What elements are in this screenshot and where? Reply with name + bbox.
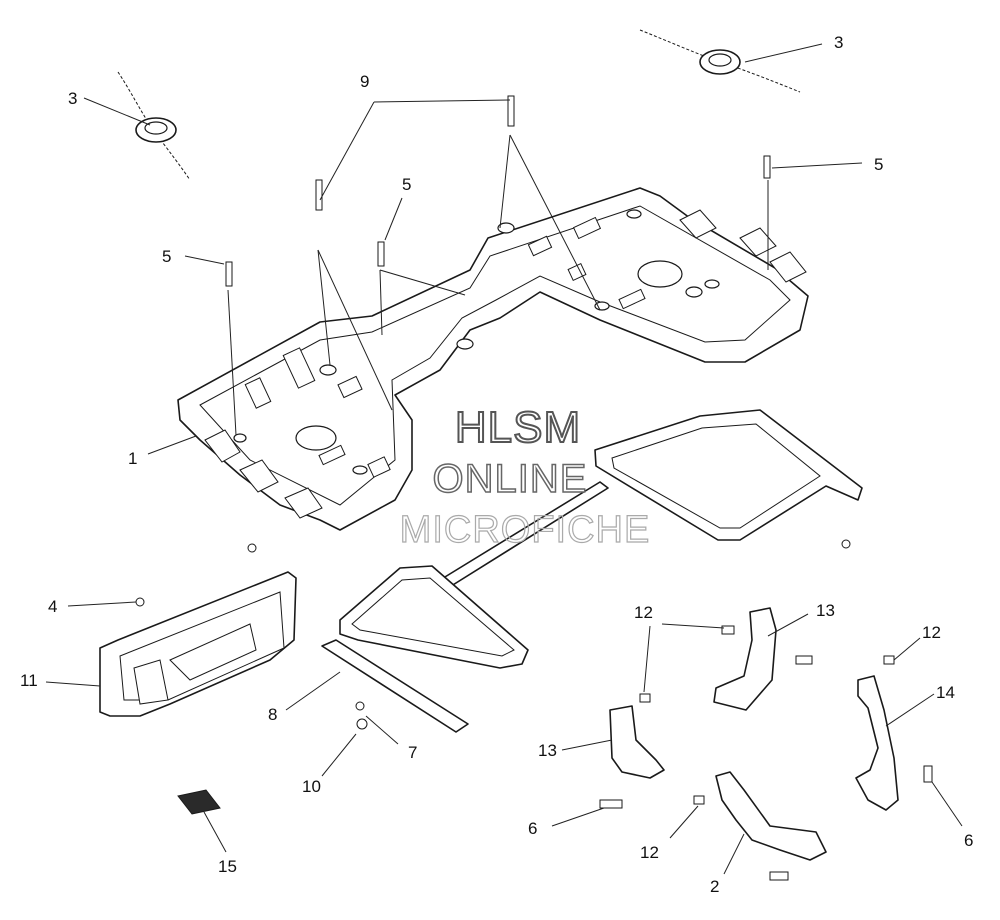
leader-lines xyxy=(45,43,963,875)
callout-12-right: 12 xyxy=(922,623,941,642)
bracket-13-upper xyxy=(713,607,777,711)
callout-2: 2 xyxy=(710,877,719,896)
callout-11: 11 xyxy=(20,671,38,690)
watermark-line3: MICROFICHE xyxy=(400,509,651,551)
watermark: HLSM ONLINE MICROFICHE xyxy=(399,402,651,552)
callout-3-left: 3 xyxy=(68,89,77,108)
screws xyxy=(225,95,933,881)
bracket-14 xyxy=(855,675,899,811)
callouts: 3 3 9 5 5 5 1 4 11 8 7 10 12 12 12 13 13… xyxy=(20,33,973,896)
rack-part xyxy=(177,187,809,531)
watermark-line1: HLSM xyxy=(455,403,581,452)
strap-3-right xyxy=(639,29,801,93)
strap-3-left xyxy=(117,71,191,181)
callout-15: 15 xyxy=(218,857,237,876)
callout-14: 14 xyxy=(936,683,955,702)
callout-7: 7 xyxy=(408,743,417,762)
callout-12-bottom: 12 xyxy=(640,843,659,862)
callout-12-top: 12 xyxy=(634,603,653,622)
bracket-2 xyxy=(715,771,827,861)
bracket-13-lower xyxy=(609,705,665,779)
callout-6-right: 6 xyxy=(964,831,973,850)
callout-5-center: 5 xyxy=(402,175,411,194)
pad-15 xyxy=(177,789,221,815)
callout-10: 10 xyxy=(302,777,321,796)
skid-plate-part xyxy=(99,571,297,717)
callout-13-upper: 13 xyxy=(816,601,835,620)
callout-9: 9 xyxy=(360,72,369,91)
callout-6-left: 6 xyxy=(528,819,537,838)
callout-13-lower: 13 xyxy=(538,741,557,760)
watermark-line2: ONLINE xyxy=(433,457,588,501)
callout-8: 8 xyxy=(268,705,277,724)
callout-4: 4 xyxy=(48,597,57,616)
frame-part xyxy=(321,409,863,733)
callout-5-left: 5 xyxy=(162,247,171,266)
callout-1: 1 xyxy=(128,449,137,468)
callout-3-right: 3 xyxy=(834,33,843,52)
callout-5-right: 5 xyxy=(874,155,883,174)
clips xyxy=(135,539,895,805)
